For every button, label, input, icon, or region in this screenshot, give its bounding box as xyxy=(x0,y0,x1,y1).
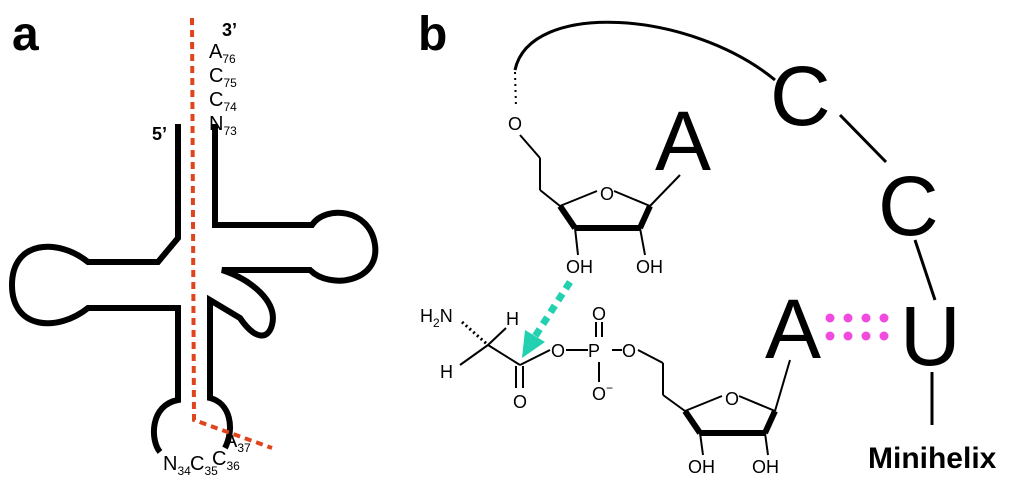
minihelix-label: Minihelix xyxy=(868,442,997,475)
phosphate-oxygen-bottom: O xyxy=(592,384,606,404)
bottom-oh-2: OH xyxy=(688,457,715,477)
bottom-ribose: O A OH OH xyxy=(662,282,821,477)
panel-b: b C C U Minihelix O O A OH OH xyxy=(418,8,997,477)
ester-oxygen: O xyxy=(551,341,565,361)
top-ribose: O O A OH OH xyxy=(508,94,711,277)
top-ring-oxygen: O xyxy=(600,184,614,204)
nucleotide-c74: C74 xyxy=(209,89,237,114)
five-prime-oxygen: O xyxy=(508,114,522,134)
loop-bond-c1-c2 xyxy=(838,113,888,164)
panel-b-label: b xyxy=(418,8,447,61)
amine-group: H2N xyxy=(420,306,453,330)
nucleotide-a37: A37 xyxy=(224,430,251,455)
nucleotide-c36: C36 xyxy=(212,448,240,473)
nucleotide-a76: A76 xyxy=(209,41,236,66)
phosphate-oxygen-right: O xyxy=(622,341,636,361)
panel-a-label: a xyxy=(12,8,39,61)
phosphorus-atom: P xyxy=(588,341,600,361)
nucleotide-n73: N73 xyxy=(209,113,237,138)
nucleotide-n34: N34 xyxy=(163,453,191,478)
alpha-h-bottom: H xyxy=(440,362,453,382)
panel-a: a 5’ 3’ A76 C75 C74 N73 N34 C35 C36 A37 xyxy=(8,8,379,478)
nucleophilic-attack-arrow xyxy=(522,280,573,358)
loop-bond-c2-u xyxy=(913,239,937,301)
nucleotide-c35: C35 xyxy=(190,453,218,478)
trna-backbone-left-strand xyxy=(8,124,181,454)
loop-nucleotide-u: U xyxy=(900,289,961,383)
bottom-oh-3: OH xyxy=(752,457,779,477)
five-prime-label: 5’ xyxy=(152,124,167,144)
top-oh-2: OH xyxy=(566,257,593,277)
three-prime-label: 3’ xyxy=(222,20,237,40)
carbonyl-oxygen: O xyxy=(513,392,527,412)
dotted-threading-line xyxy=(190,17,273,450)
bottom-adenine-base: A xyxy=(765,282,821,376)
top-adenine-base: A xyxy=(655,94,711,188)
top-oh-3: OH xyxy=(636,257,663,277)
loop-arc xyxy=(513,20,776,82)
nucleotide-c75: C75 xyxy=(209,65,237,90)
trna-backbone-right-strand xyxy=(207,124,379,450)
base-pairing-dots xyxy=(825,313,889,341)
loop-dotted-end xyxy=(514,71,517,109)
alpha-h-top: H xyxy=(506,309,519,329)
loop-nucleotide-c1: C xyxy=(770,49,831,143)
loop-nucleotide-c2: C xyxy=(878,159,939,253)
aminoacyl-group: H2N H H O O P O O − O xyxy=(420,304,664,412)
bottom-ring-oxygen: O xyxy=(725,389,739,409)
phosphate-oxygen-top: O xyxy=(592,304,606,324)
phosphate-negative-charge: − xyxy=(606,381,613,395)
